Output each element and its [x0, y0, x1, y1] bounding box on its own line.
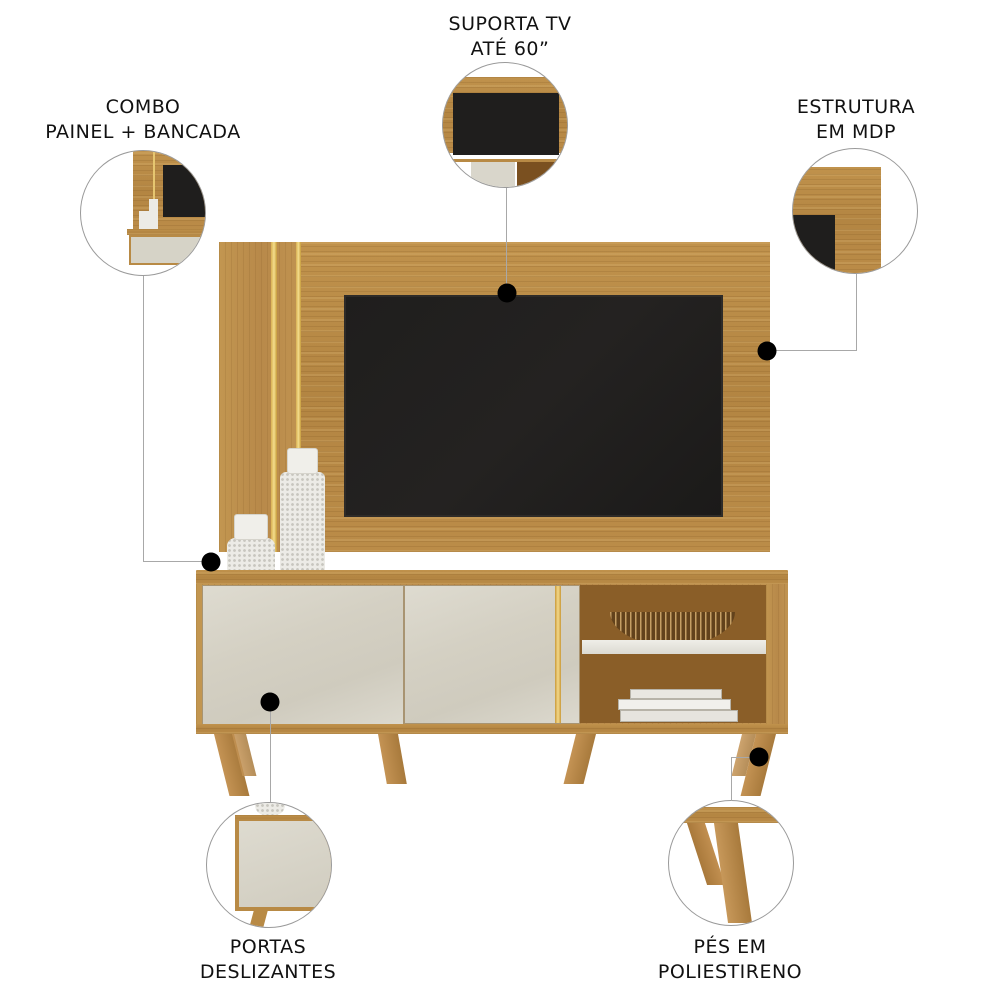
feature-label-suporta-tv: SUPORTA TV ATÉ 60” [449, 12, 572, 62]
television [344, 295, 723, 517]
detail-circle-combo [80, 150, 206, 276]
book [620, 710, 738, 722]
decor-vase-tall [280, 472, 325, 574]
marker-dot-legs [749, 747, 769, 767]
feature-label-portas: PORTAS DESLIZANTES [200, 935, 336, 985]
detail-circle-structure [792, 148, 918, 274]
label-line-2: POLIESTIRENO [657, 961, 803, 983]
sliding-door-left[interactable] [202, 585, 404, 725]
leader-line-tv-support [506, 188, 507, 294]
gold-trim-strip [296, 242, 301, 552]
label-line-2: DESLIZANTES [199, 961, 337, 983]
door-gold-handle [555, 586, 561, 723]
leader-line-structure [856, 274, 857, 351]
label-line-1: PORTAS [229, 936, 307, 958]
book [618, 699, 731, 710]
label-line-1: ESTRUTURA [796, 96, 916, 118]
label-line-1: COMBO [105, 96, 181, 118]
console-side-panel [766, 584, 788, 726]
leader-line-legs [731, 757, 732, 801]
sliding-door-right[interactable] [404, 585, 580, 724]
label-line-1: PÉS EM [693, 936, 767, 958]
leg-center-right [563, 734, 596, 784]
detail-circle-legs [668, 800, 794, 926]
leader-line-doors [270, 702, 271, 802]
label-line-2: ATÉ 60” [470, 38, 550, 60]
leg-center [378, 734, 407, 784]
marker-dot-doors [260, 692, 280, 712]
console-top-board [196, 570, 788, 585]
leader-line-structure [767, 350, 857, 351]
decor-vase-tall-neck [287, 448, 318, 474]
marker-dot-structure [757, 341, 777, 361]
book [630, 689, 722, 699]
leader-line-combo [143, 276, 144, 562]
feature-label-pes: PÉS EM POLIESTIRENO [658, 935, 802, 985]
niche-shelf [582, 640, 778, 654]
detail-circle-tv-support [442, 62, 568, 188]
label-line-1: SUPORTA TV [448, 13, 572, 35]
marker-dot-tv-support [497, 283, 517, 303]
gold-trim-strip [271, 242, 277, 552]
leader-line-combo [143, 561, 211, 562]
feature-label-estrutura: ESTRUTURA EM MDP [797, 95, 915, 145]
marker-dot-combo [201, 552, 221, 572]
feature-label-combo: COMBO PAINEL + BANCADA [45, 95, 240, 145]
decor-vase-short [227, 538, 275, 576]
decor-vase-short-neck [234, 514, 268, 540]
label-line-2: PAINEL + BANCADA [45, 121, 241, 143]
label-line-2: EM MDP [816, 121, 896, 143]
console-bottom-board [196, 724, 788, 734]
detail-circle-sliding-doors [206, 802, 332, 928]
leader-line-legs [731, 757, 759, 758]
